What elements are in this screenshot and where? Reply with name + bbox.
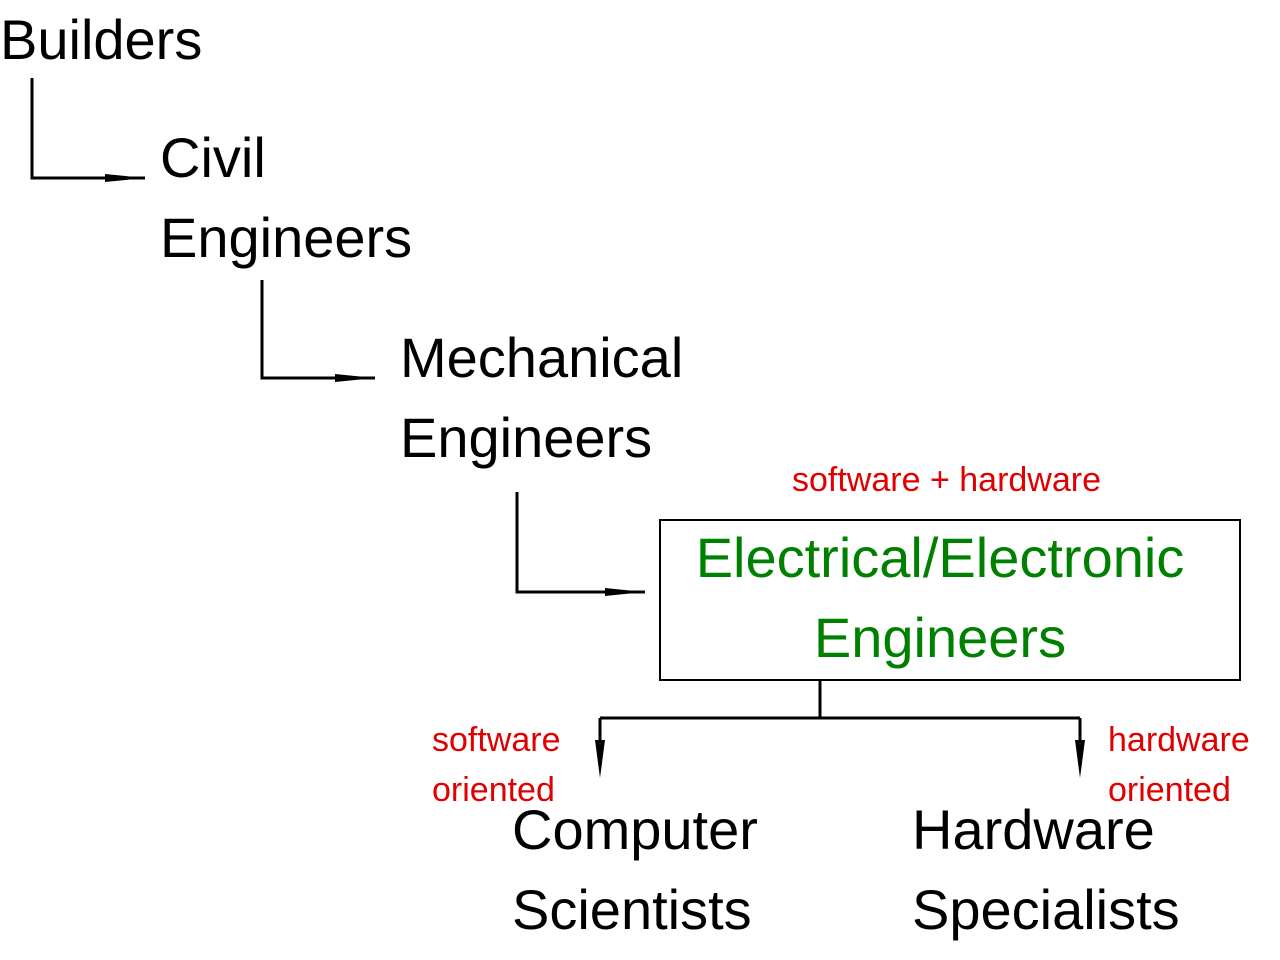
edge-mechanical-electrical [515,492,645,596]
node-hardware-line1: Hardware [912,798,1155,861]
annotation-software-hardware: software + hardware [792,455,1101,505]
node-computer-line2: Scientists [512,878,752,941]
node-hardware-line2: Specialists [912,878,1180,941]
annotation-software-line2: oriented [432,771,555,809]
electrical-box [659,519,1241,681]
annotation-software-line1: software [432,721,561,759]
node-mechanical-line1: Mechanical [400,326,684,389]
arrow-to-hardware [1075,740,1085,778]
node-electrical-line1: Electrical/Electronic [695,526,1185,589]
edge-electrical-split [600,680,1080,720]
node-mechanical-engineers: Mechanical Engineers [400,318,683,478]
arrow-to-computer [595,740,605,778]
node-mechanical-line2: Engineers [400,406,653,469]
annotation-software-oriented: software oriented [432,715,561,815]
node-civil-engineers: Civil Engineers [160,118,412,278]
node-builders: Builders [0,0,202,80]
node-civil-line1: Civil [160,126,266,189]
node-computer-line1: Computer [512,798,758,861]
node-electrical-line2: Engineers [813,606,1067,669]
annotation-hardware-oriented: hardware oriented [1108,715,1250,815]
edge-builders-civil [30,78,145,182]
annotation-hardware-line2: oriented [1108,771,1231,809]
node-electrical-electronic-engineers: Electrical/Electronic Engineers [650,518,1230,678]
edge-civil-mechanical [260,280,375,382]
annotation-hardware-line1: hardware [1108,721,1250,759]
node-builders-line1: Builders [0,8,203,71]
node-civil-line2: Engineers [160,206,413,269]
annotation-both-text: software + hardware [792,461,1101,499]
node-computer-scientists: Computer Scientists [512,790,758,950]
node-hardware-specialists: Hardware Specialists [912,790,1180,950]
